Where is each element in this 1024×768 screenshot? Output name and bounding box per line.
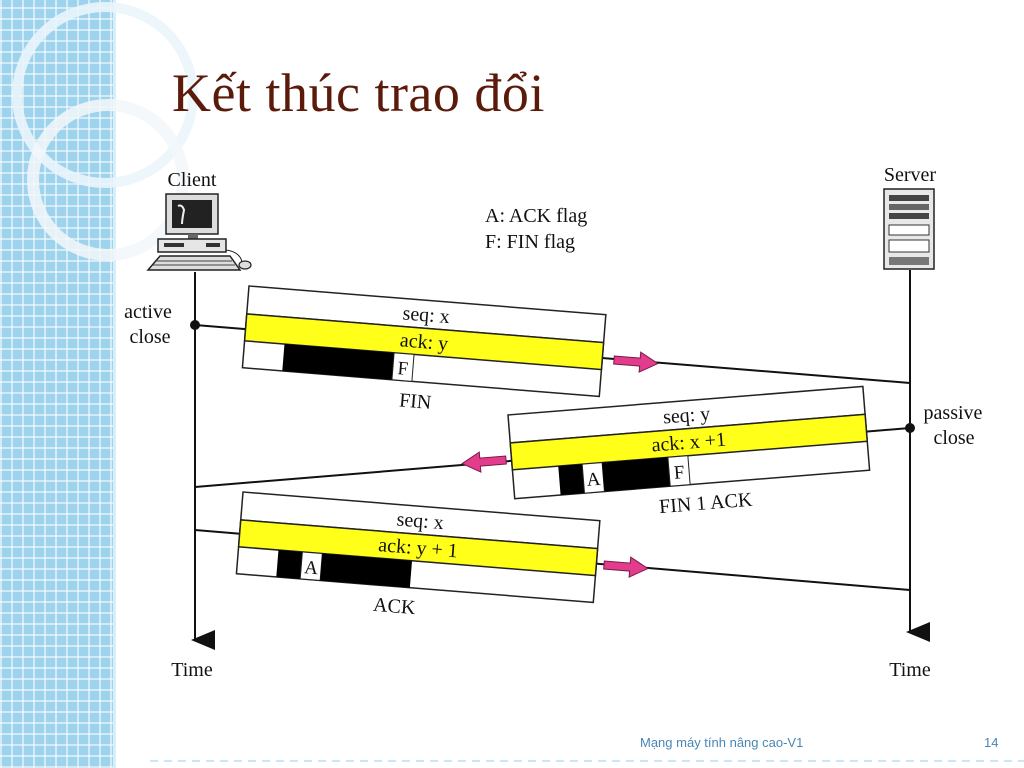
server-icon <box>883 188 935 270</box>
finack-segment-caption: FIN 1 ACK <box>658 489 753 518</box>
ack-direction-arrow <box>603 556 649 578</box>
fin-direction-arrow <box>613 351 659 373</box>
server-event-line1: passive <box>924 402 983 424</box>
client-event-line1: active <box>124 301 172 323</box>
fin-segment: seq: x ack: y F FIN <box>241 285 607 414</box>
time-label-left: Time <box>171 659 213 681</box>
ack-segment-caption: ACK <box>372 594 416 619</box>
server-label: Server <box>884 164 937 186</box>
fin-segment-ack: ack: y <box>399 329 449 355</box>
active-close-dot <box>190 320 200 330</box>
slide-page-number: 14 <box>984 735 999 750</box>
server-event-line2: close <box>933 427 974 449</box>
time-label-right: Time <box>889 659 931 681</box>
ack-segment-seq: seq: x <box>396 508 445 534</box>
passive-close-dot <box>905 423 915 433</box>
client-label: Client <box>168 169 217 191</box>
finack-direction-arrow <box>461 451 507 473</box>
fin-segment-flag-f: F <box>397 358 409 380</box>
band-edge <box>113 0 116 768</box>
client-event-line2: close <box>129 326 170 348</box>
fin-segment-seq: seq: x <box>402 302 451 328</box>
finack-segment-flag-a: A <box>586 469 602 491</box>
legend-ack-flag: A: ACK flag <box>485 205 587 227</box>
finack-segment-flag-f: F <box>673 462 685 484</box>
slide-title: Kết thúc trao đổi <box>172 63 545 123</box>
ack-segment-flag-a: A <box>303 557 319 579</box>
bottom-decorative-dashes <box>150 760 1024 762</box>
finack-segment-seq: seq: y <box>662 403 711 429</box>
client-computer-icon <box>146 193 252 271</box>
finack-segment: seq: y ack: x +1 A F FIN 1 ACK <box>507 385 871 518</box>
ack-segment: seq: x ack: y + 1 A ACK <box>235 491 601 619</box>
slide-footer: Mạng máy tính nâng cao-V1 <box>640 735 804 750</box>
decorative-rings <box>12 2 198 261</box>
legend-fin-flag: F: FIN flag <box>485 231 575 253</box>
fin-segment-caption: FIN <box>398 389 432 414</box>
